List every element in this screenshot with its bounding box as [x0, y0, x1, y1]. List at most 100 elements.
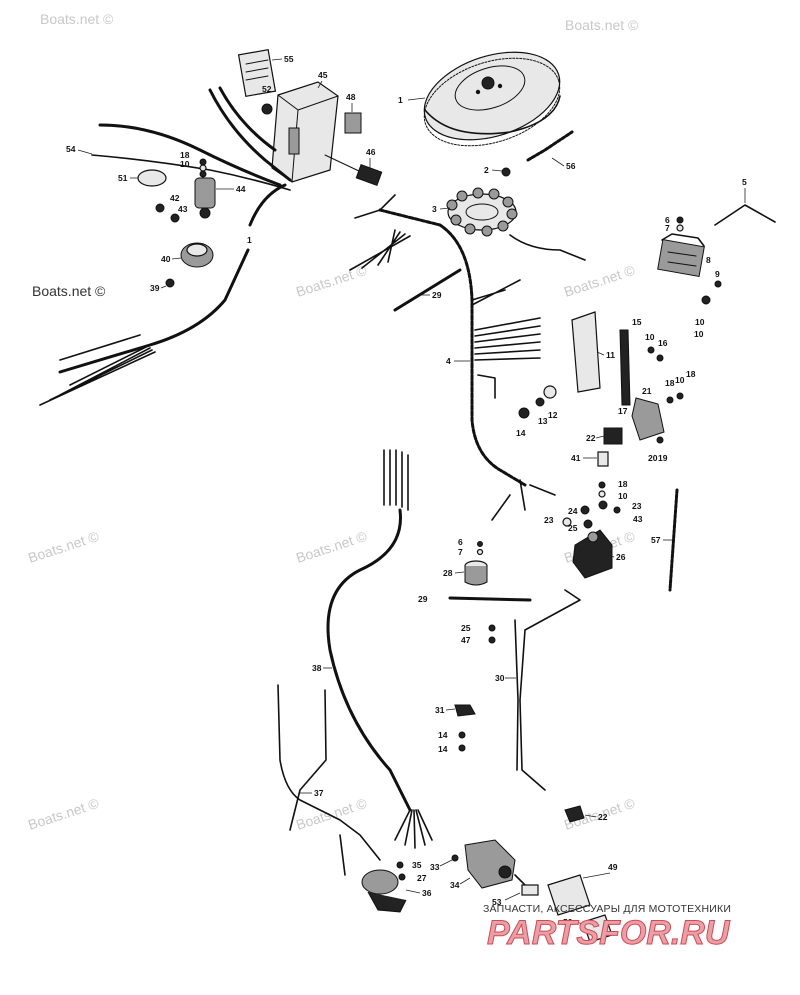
callout-23a: 23 [632, 501, 642, 511]
callout-16: 16 [658, 338, 668, 348]
callout-17: 17 [618, 406, 628, 416]
callout-10e: 10 [618, 491, 628, 501]
svg-text:Boats.net ©: Boats.net © [26, 795, 101, 833]
washer-10-icon [647, 346, 655, 354]
gasket-50-icon [582, 914, 613, 943]
callout-15: 15 [632, 317, 642, 327]
svg-text:Boats.net ©: Boats.net © [26, 528, 101, 566]
svg-text:Boats.net ©: Boats.net © [565, 17, 639, 33]
callout-52: 52 [262, 84, 272, 94]
callout-19: 19 [658, 453, 668, 463]
washer-7-icon [676, 224, 684, 232]
callout-25a: 25 [568, 523, 578, 533]
svg-text:Boats.net ©: Boats.net © [294, 528, 369, 566]
harness-37b-icon [289, 689, 327, 831]
washer-10b-icon [199, 170, 207, 178]
screw-14-icon [518, 407, 530, 419]
part-22-icon [603, 427, 623, 445]
callout-6a: 6 [665, 215, 670, 225]
callout-21: 21 [642, 386, 652, 396]
washer-18-icon [598, 481, 606, 489]
washer-10-icon [199, 164, 207, 172]
washer-10-icon [676, 392, 684, 400]
callout-33: 33 [430, 862, 440, 872]
screw-6-icon [676, 216, 684, 224]
callout-14c: 14 [438, 744, 448, 754]
callout-22a: 22 [586, 433, 596, 443]
harness-branch-icon [349, 194, 411, 271]
nut-43-icon [598, 500, 608, 510]
harness-30-icon [519, 589, 581, 791]
callout-10c: 10 [675, 375, 685, 385]
capacitor-28-icon [464, 560, 488, 586]
callout-3: 3 [432, 204, 437, 214]
harness-37c-icon [339, 834, 346, 876]
mount-plate-49-icon [547, 874, 591, 916]
callout-44: 44 [236, 184, 246, 194]
harness-hook-icon [477, 374, 496, 399]
callout-22b: 22 [598, 812, 608, 822]
callout-55: 55 [284, 54, 294, 64]
svg-text:Boats.net ©: Boats.net © [294, 262, 369, 300]
callout-50: 50 [563, 917, 573, 927]
part-41-icon [597, 451, 609, 467]
callout-6b: 6 [458, 537, 463, 547]
callout-8: 8 [706, 255, 711, 265]
screw-25-icon [488, 624, 496, 632]
screw-23b-icon [562, 517, 572, 527]
callout-28: 28 [443, 568, 453, 578]
callout-30: 30 [495, 673, 505, 683]
screw-10-icon [701, 295, 711, 305]
part-46-icon [355, 164, 383, 186]
screw-9-icon [714, 280, 722, 288]
stator-icon [446, 187, 518, 237]
cable-29b-icon [448, 596, 532, 602]
bracket-11-icon [571, 311, 601, 393]
partsfor-banner: ЗАПЧАСТИ, АКСЕССУАРЫ ДЛЯ МОТОТЕХНИКИ PAR… [483, 903, 731, 953]
power-pack-icon [237, 49, 339, 183]
callout-13: 13 [538, 416, 548, 426]
callout-38: 38 [312, 663, 322, 673]
screw-42-icon [155, 203, 165, 213]
harness-branch-icon [491, 479, 556, 521]
harness-leads-icon [39, 344, 156, 406]
callout-29b: 29 [418, 594, 428, 604]
ground-wire-icon [91, 154, 291, 191]
screw-35-icon [396, 861, 404, 869]
callout-10a: 10 [695, 317, 705, 327]
coil-40-icon [180, 242, 214, 268]
washer-18-icon [199, 158, 207, 166]
washer-25-icon [583, 519, 593, 529]
screw-2-icon [501, 167, 511, 177]
callout-4: 4 [446, 356, 451, 366]
solenoid-44-icon [194, 177, 216, 219]
boats-net-watermark: Boats.net © [32, 283, 106, 299]
callout-23b: 23 [544, 515, 554, 525]
plug-wire-icon [98, 123, 282, 187]
callout-56: 56 [566, 161, 576, 171]
screw-6-icon [477, 541, 483, 547]
svg-text:Boats.net ©: Boats.net © [294, 795, 369, 833]
callout-26: 26 [616, 552, 626, 562]
connector-plug-icon [383, 449, 409, 511]
switch-leads-icon [394, 809, 433, 849]
callout-48: 48 [346, 92, 356, 102]
callout-14b: 14 [438, 730, 448, 740]
callout-40: 40 [161, 254, 171, 264]
screw-52-icon [261, 103, 273, 115]
callout-49: 49 [608, 862, 618, 872]
nut-33-icon [451, 854, 459, 862]
callout-layer: 1 1 2 3 4 5 6 7 8 9 10 10 10 10 10 11 12… [66, 54, 747, 927]
screw-20-icon [656, 436, 664, 444]
callout-54: 54 [66, 144, 76, 154]
screw-23-icon [613, 506, 621, 514]
callout-41: 41 [571, 453, 581, 463]
callout-14a: 14 [516, 428, 526, 438]
callout-34: 34 [450, 880, 460, 890]
terminal-block-15-icon [619, 329, 631, 406]
part-22b-icon [564, 805, 585, 823]
terminal-bundle-icon [474, 317, 541, 361]
rectifier-icon [657, 233, 705, 277]
clamp-13-icon [535, 397, 545, 407]
